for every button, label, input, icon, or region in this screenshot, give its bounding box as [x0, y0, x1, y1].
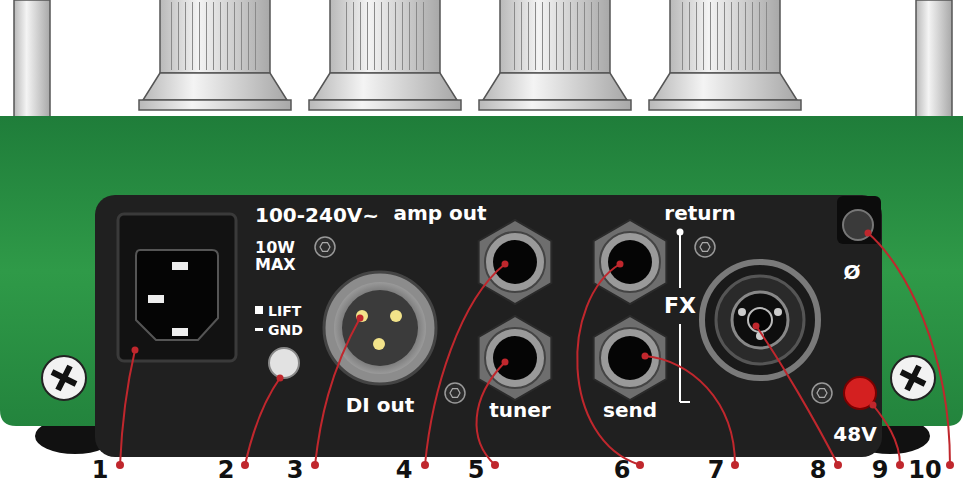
- panel-label: LIFT: [268, 304, 301, 319]
- ground-lift-switch: [269, 348, 299, 378]
- panel-label: tuner: [489, 400, 550, 421]
- leader-dots: [116, 230, 954, 470]
- knob: [649, 0, 801, 110]
- callout-number: 5: [468, 458, 485, 483]
- panel-label: amp out: [393, 203, 486, 224]
- panel-label: return: [664, 203, 735, 224]
- knob: [139, 0, 291, 110]
- lift-mark: [255, 306, 263, 314]
- small-screw: [315, 237, 335, 257]
- callout-number: 6: [614, 458, 631, 483]
- small-screw: [812, 383, 832, 403]
- jack-socket: [594, 220, 667, 304]
- callout-number: 9: [872, 458, 889, 483]
- panel-screw: [891, 356, 935, 400]
- callout-number: 7: [708, 458, 725, 483]
- phase-switch: [837, 196, 881, 244]
- panel-label: Ø: [843, 262, 860, 283]
- callout-number: 10: [908, 458, 941, 483]
- callout-number: 1: [92, 458, 109, 483]
- knob: [479, 0, 631, 110]
- panel-label: GND: [268, 323, 303, 338]
- jack-socket: [479, 220, 552, 304]
- knob: [309, 0, 461, 110]
- panel-label: DI out: [346, 395, 415, 416]
- callout-number: 2: [218, 458, 235, 483]
- panel-label: send: [603, 400, 657, 421]
- side-rail: [916, 0, 952, 118]
- callout-number: 8: [810, 458, 827, 483]
- panel-label: 10W MAX: [255, 240, 299, 274]
- combo-jack: [702, 262, 818, 378]
- panel-label: FX: [664, 294, 696, 317]
- power-socket: [118, 214, 236, 361]
- back-panel: [95, 195, 882, 457]
- gnd-mark: [255, 328, 263, 331]
- panel-screw: [42, 356, 86, 400]
- small-screw: [695, 237, 715, 257]
- jack-socket: [479, 316, 552, 400]
- knobs: [139, 0, 801, 110]
- xlr-connector: [324, 272, 436, 384]
- callout-number: 4: [396, 458, 413, 483]
- panel-label: 100-240V~: [255, 205, 379, 226]
- panel-label: 48V: [833, 424, 876, 445]
- side-rail: [14, 0, 50, 118]
- callout-number: 3: [287, 458, 304, 483]
- small-screw: [445, 383, 465, 403]
- phantom-power-switch: [844, 377, 876, 409]
- leader-lines: [120, 233, 950, 465]
